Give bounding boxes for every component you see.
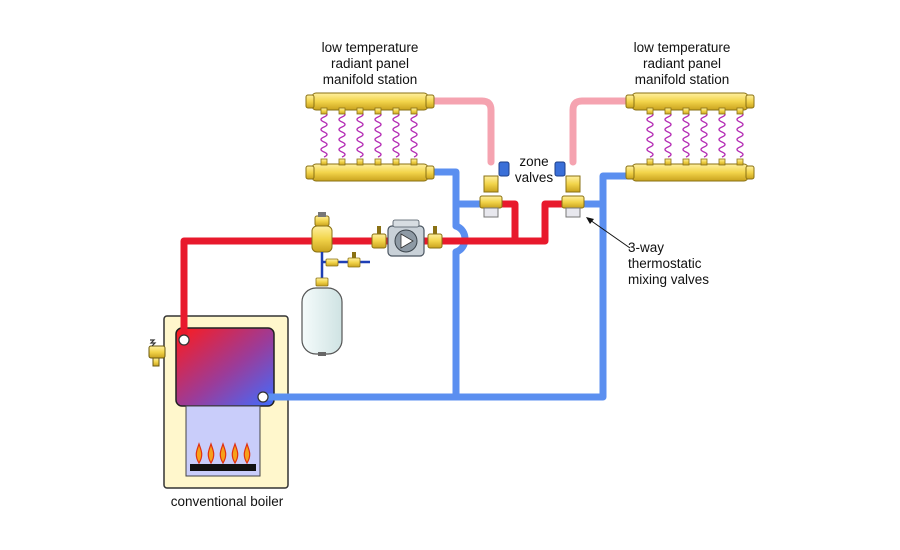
air-separator-icon <box>311 212 333 253</box>
flame-icon <box>207 442 215 465</box>
label-line: thermostatic <box>628 256 702 271</box>
mixing-valve-right <box>561 195 585 218</box>
zone-valve-right <box>554 161 581 193</box>
manifold-return-header-left <box>311 163 429 182</box>
flame-icon <box>195 442 203 465</box>
mixing-valve-leader <box>589 219 631 249</box>
label-manifold-left: low temperature radiant panel manifold s… <box>308 40 432 88</box>
circulator-assembly <box>371 219 443 257</box>
label-line: low temperature <box>633 40 731 55</box>
manifold-station-left <box>305 92 435 182</box>
mixing-valve-left <box>479 195 503 218</box>
supply-piping <box>180 200 567 344</box>
zone-valve-actuator <box>554 161 566 177</box>
expansion-tank-assembly <box>301 252 370 356</box>
zone-valve-actuator <box>498 161 510 177</box>
label-line: mixing valves <box>628 272 710 287</box>
label-boiler: conventional boiler <box>170 494 284 509</box>
flame-icon <box>243 442 251 465</box>
flame-icon <box>231 442 239 465</box>
label-line: zone <box>519 154 549 169</box>
label-line: low temperature <box>321 40 419 55</box>
burner-bar <box>190 464 256 471</box>
label-mixing-valves: 3-way thermostatic mixing valves <box>628 240 709 288</box>
conventional-boiler <box>148 315 289 489</box>
manifold-supply-header-left <box>311 92 429 111</box>
manifold-return-header-right <box>631 163 749 182</box>
zone-valve-left <box>483 161 510 193</box>
boiler-return-connection <box>257 391 269 403</box>
radiant-tubing-loops-right <box>646 111 744 158</box>
label-line: radiant panel <box>330 56 410 71</box>
manifold-station-right <box>625 92 755 182</box>
return-piping <box>259 168 636 401</box>
flame-icon <box>219 442 227 465</box>
label-manifold-right: low temperature radiant panel manifold s… <box>620 40 744 88</box>
manifold-supply-piping <box>424 97 636 166</box>
label-line: valves <box>514 170 554 185</box>
label-zone-valves: zone valves <box>508 154 560 186</box>
burner-flames <box>195 442 251 465</box>
label-line: radiant panel <box>642 56 722 71</box>
leader-arrowhead <box>586 217 594 224</box>
label-line: manifold station <box>322 72 418 87</box>
boiler-supply-connection <box>178 334 190 346</box>
manifold-supply-header-right <box>631 92 749 111</box>
label-line: 3-way <box>628 240 665 255</box>
relief-valve-icon <box>148 339 166 367</box>
expansion-tank-icon <box>301 287 343 355</box>
radiant-tubing-loops-left <box>320 111 418 158</box>
label-line: manifold station <box>634 72 730 87</box>
